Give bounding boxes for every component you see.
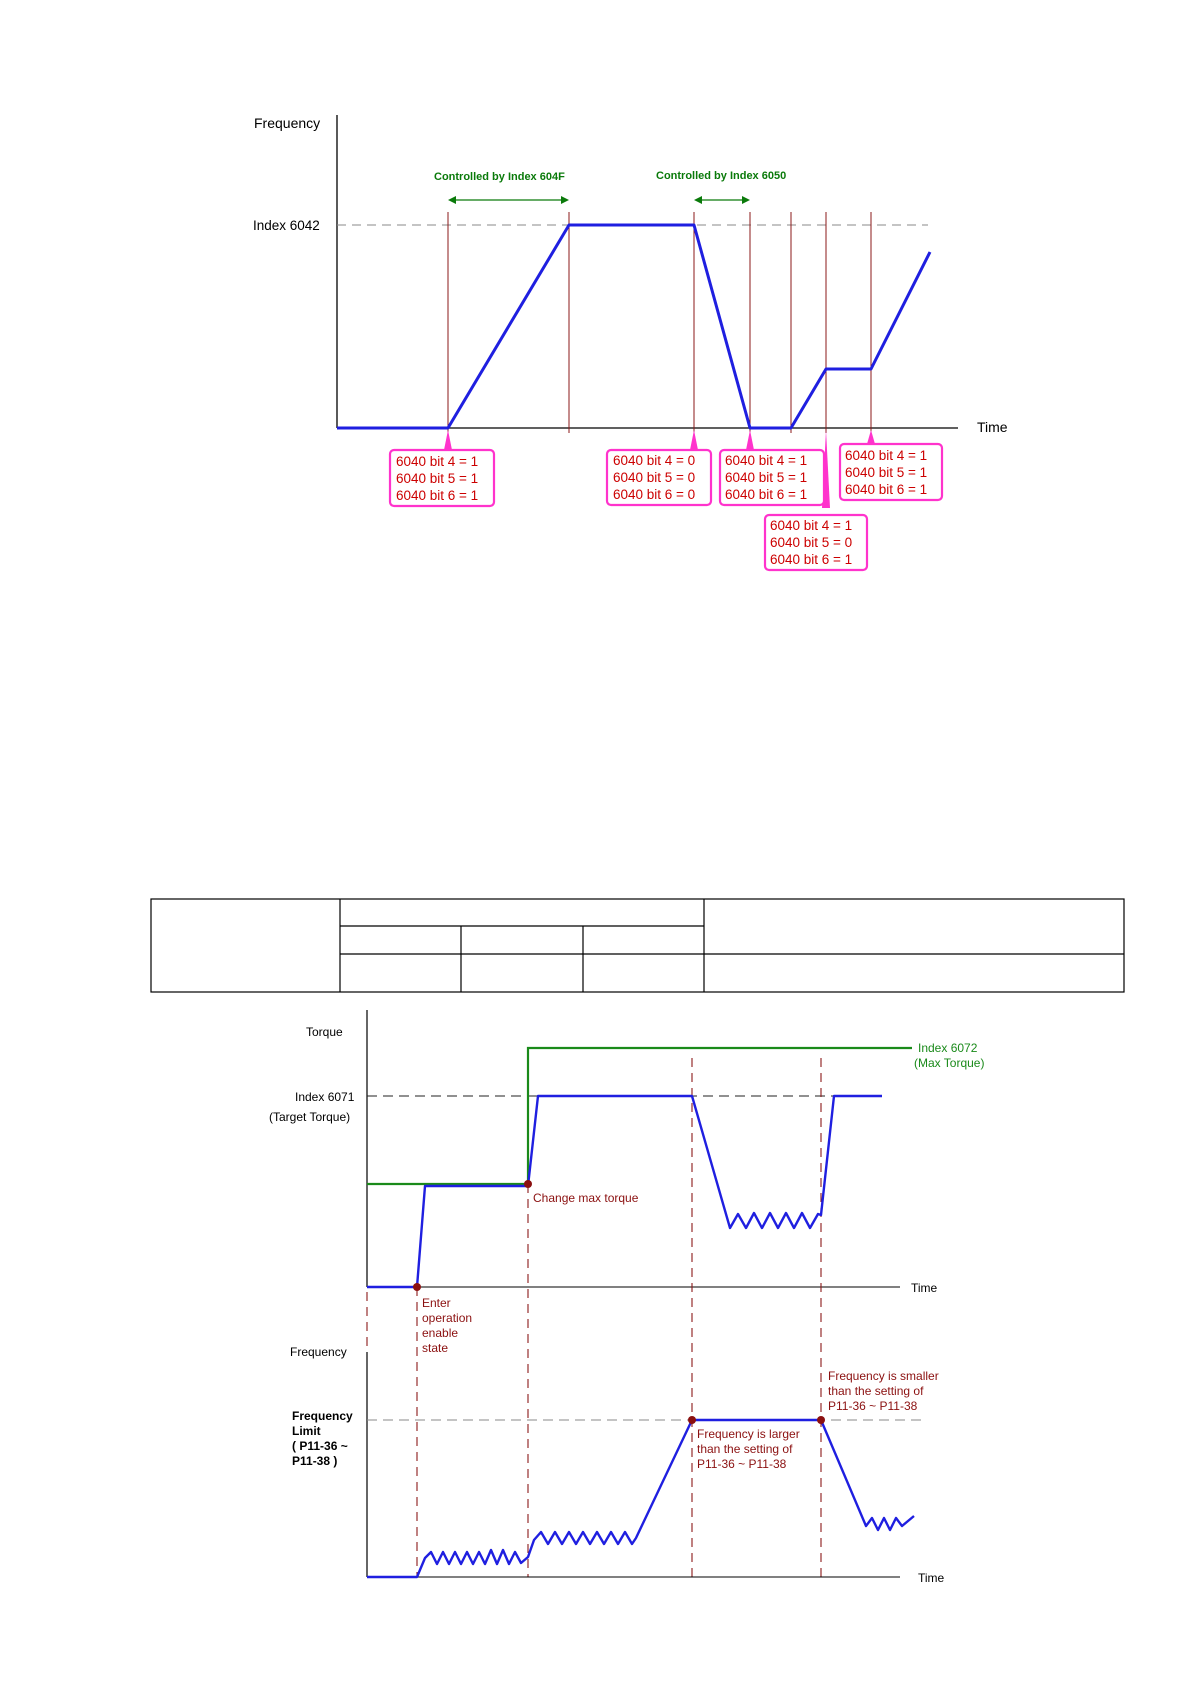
d2-torque-curve xyxy=(367,1094,882,1289)
svg-text:6040 bit 4 = 1: 6040 bit 4 = 1 xyxy=(396,454,478,469)
d2-freq-smaller-note: than the setting of xyxy=(828,1384,924,1398)
svg-text:6040 bit 6 = 1: 6040 bit 6 = 1 xyxy=(725,487,807,502)
svg-text:6040 bit 4 = 1: 6040 bit 4 = 1 xyxy=(770,518,852,533)
d2-freq-smaller-note: Frequency is smaller xyxy=(828,1369,939,1383)
d2-max-torque-label: (Max Torque) xyxy=(914,1056,984,1070)
d2-frequency-limit-label: ( P11-36 ~ xyxy=(292,1439,348,1453)
svg-text:6040 bit 6 = 1: 6040 bit 6 = 1 xyxy=(770,552,852,567)
d2-max-torque-line xyxy=(367,1046,912,1186)
d1-range-decel: Controlled by Index 6050 xyxy=(656,170,786,204)
d2-frequency-curve xyxy=(367,1418,915,1579)
svg-text:6040 bit 4 = 1: 6040 bit 4 = 1 xyxy=(725,453,807,468)
d2-freq-smaller-note: P11-36 ~ P11-38 xyxy=(828,1399,918,1413)
d1-frequency-curve xyxy=(337,223,932,430)
d2-max-torque-label: Index 6072 xyxy=(918,1041,978,1055)
d2-time-label-bottom: Time xyxy=(918,1571,945,1585)
svg-text:6040 bit 6 = 0: 6040 bit 6 = 0 xyxy=(613,487,695,502)
d1-level-label: Index 6042 xyxy=(253,218,320,233)
svg-text:6040 bit 5 = 1: 6040 bit 5 = 1 xyxy=(396,471,478,486)
svg-text:6040 bit 5 = 0: 6040 bit 5 = 0 xyxy=(613,470,695,485)
d1-state-box: 6040 bit 4 = 1 6040 bit 5 = 1 6040 bit 6… xyxy=(388,448,496,508)
d2-freq-larger-point xyxy=(688,1416,696,1424)
d2-freq-smaller-point xyxy=(817,1416,825,1424)
diagram-torque-frequency: Torque Time Index 6071 (Target Torque) I… xyxy=(269,1010,984,1585)
d2-enter-state-point xyxy=(413,1283,421,1291)
diagram-frequency-control: Frequency Time Index 6042 Controlled by … xyxy=(253,115,1008,572)
d1-marker-lines xyxy=(447,212,872,433)
svg-text:6040 bit 4 = 0: 6040 bit 4 = 0 xyxy=(613,453,695,468)
svg-text:6040 bit 5 = 1: 6040 bit 5 = 1 xyxy=(725,470,807,485)
d2-enter-state-label: enable xyxy=(422,1326,458,1340)
svg-text:6040 bit 6 = 1: 6040 bit 6 = 1 xyxy=(845,482,927,497)
d2-target-torque-label: (Target Torque) xyxy=(269,1110,350,1124)
d2-change-max-torque-point xyxy=(524,1180,532,1188)
d1-range-accel-label: Controlled by Index 604F xyxy=(434,171,565,183)
svg-text:6040 bit 5 = 1: 6040 bit 5 = 1 xyxy=(845,465,927,480)
d2-time-label-top: Time xyxy=(911,1281,938,1295)
d2-enter-state-label: state xyxy=(422,1341,448,1355)
d1-y-axis-label: Frequency xyxy=(254,115,320,131)
d2-frequency-axis-label: Frequency xyxy=(290,1345,347,1359)
empty-table xyxy=(150,898,1125,993)
d1-range-accel: Controlled by Index 604F xyxy=(434,171,569,204)
d2-change-max-torque-label: Change max torque xyxy=(533,1191,639,1205)
d2-frequency-limit-label: P11-38 ) xyxy=(292,1454,337,1468)
d2-target-torque-label: Index 6071 xyxy=(295,1090,355,1104)
d2-enter-state-label: operation xyxy=(422,1311,472,1325)
d2-marker-lines xyxy=(366,1058,822,1577)
d1-state-box: 6040 bit 4 = 1 6040 bit 5 = 1 6040 bit 6… xyxy=(718,448,826,507)
d2-freq-larger-note: than the setting of xyxy=(697,1442,793,1456)
svg-text:6040 bit 6 = 1: 6040 bit 6 = 1 xyxy=(396,488,478,503)
d2-torque-axis-label: Torque xyxy=(306,1025,343,1039)
d2-enter-state-label: Enter xyxy=(422,1296,451,1310)
d1-state-box: 6040 bit 4 = 0 6040 bit 5 = 0 6040 bit 6… xyxy=(605,448,713,507)
d2-frequency-limit-label: Frequency xyxy=(292,1409,353,1423)
svg-text:6040 bit 4 = 1: 6040 bit 4 = 1 xyxy=(845,448,927,463)
d2-frequency-limit-label: Limit xyxy=(292,1424,321,1438)
d1-state-box: 6040 bit 4 = 1 6040 bit 5 = 0 6040 bit 6… xyxy=(763,513,869,572)
d1-state-box: 6040 bit 4 = 1 6040 bit 5 = 1 6040 bit 6… xyxy=(838,442,944,502)
d1-range-decel-label: Controlled by Index 6050 xyxy=(656,170,786,182)
d2-freq-larger-note: Frequency is larger xyxy=(697,1427,800,1441)
d2-freq-larger-note: P11-36 ~ P11-38 xyxy=(697,1457,787,1471)
svg-text:6040 bit 5 = 0: 6040 bit 5 = 0 xyxy=(770,535,852,550)
d1-x-axis-label: Time xyxy=(977,419,1008,435)
